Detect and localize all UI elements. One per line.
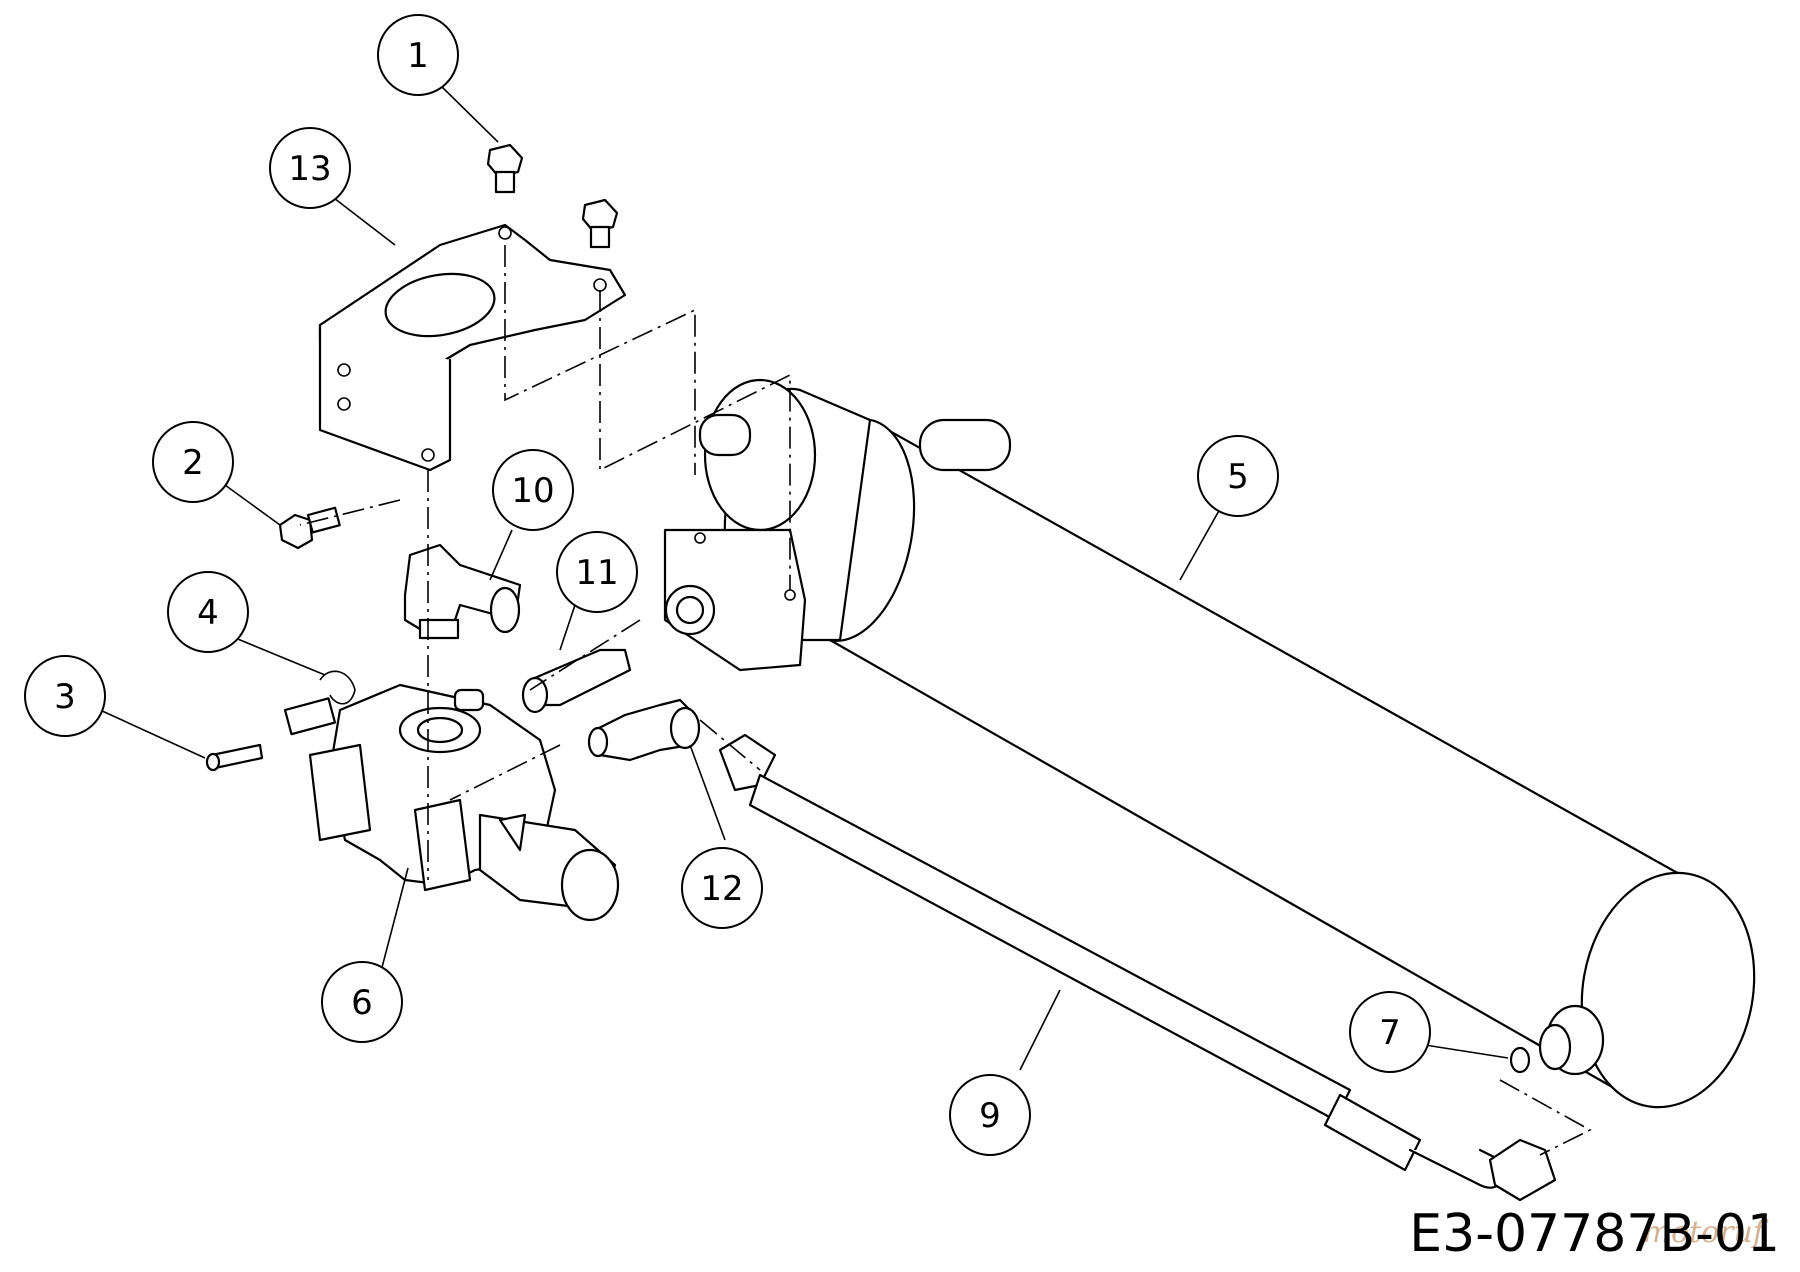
callout-label: 5 xyxy=(1227,457,1249,497)
watermark-logo: motoruf xyxy=(1642,1215,1764,1250)
callout-label: 2 xyxy=(182,443,204,483)
callout-label: 9 xyxy=(979,1096,1001,1136)
callout-label: 13 xyxy=(288,149,331,189)
callout-1: 1 xyxy=(377,14,459,96)
callout-12: 12 xyxy=(681,847,763,929)
pin-3 xyxy=(205,743,264,772)
control-valve xyxy=(283,683,620,922)
hydraulic-cylinder xyxy=(663,378,1756,1109)
clip-4 xyxy=(319,670,356,705)
callout-6: 6 xyxy=(321,961,403,1043)
mounting-bracket xyxy=(318,223,627,472)
callout-label: 11 xyxy=(575,553,618,593)
callout-10: 10 xyxy=(492,449,574,531)
elbow-fitting-12 xyxy=(587,698,701,762)
callout-5: 5 xyxy=(1197,435,1279,517)
callout-label: 1 xyxy=(407,36,429,76)
callout-13: 13 xyxy=(269,127,351,209)
callout-label: 3 xyxy=(54,677,76,717)
callout-label: 4 xyxy=(197,593,219,633)
bolt-2 xyxy=(278,506,341,550)
callout-3: 3 xyxy=(24,655,106,737)
fitting-11 xyxy=(521,648,632,714)
callout-label: 7 xyxy=(1379,1013,1401,1053)
callout-11: 11 xyxy=(556,531,638,613)
assembly-lines xyxy=(299,245,1592,1156)
bolt-1b xyxy=(581,198,619,249)
hydraulic-hose xyxy=(718,733,1557,1202)
callout-label: 12 xyxy=(700,869,743,909)
elbow-fitting-10 xyxy=(403,543,522,640)
drawing-number: E3-07787B-01 xyxy=(1409,1204,1780,1264)
callout-7: 7 xyxy=(1349,991,1431,1073)
callout-label: 6 xyxy=(351,983,373,1023)
o-ring-7 xyxy=(1509,1046,1531,1074)
bolt-1 xyxy=(486,143,524,194)
callout-9: 9 xyxy=(949,1074,1031,1156)
leader-lines xyxy=(99,84,1509,1071)
callout-label: 10 xyxy=(511,471,554,511)
callout-4: 4 xyxy=(167,571,249,653)
callout-2: 2 xyxy=(152,421,234,503)
